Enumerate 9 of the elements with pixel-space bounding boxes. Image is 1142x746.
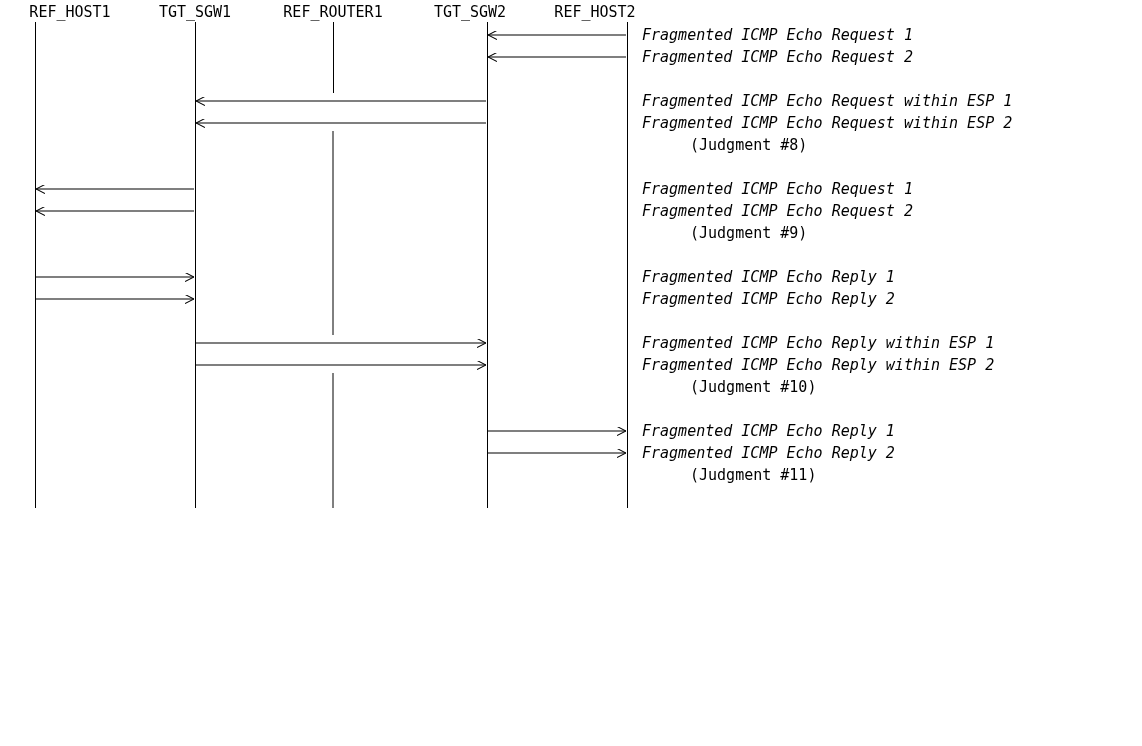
participant-name: REF_ROUTER1 xyxy=(283,3,383,21)
participant-name: REF_HOST2 xyxy=(554,3,636,21)
participant-name: TGT_SGW1 xyxy=(158,3,232,21)
judgment-note: (Judgment #9) xyxy=(690,224,808,242)
judgment-note: (Judgment #10) xyxy=(690,378,817,396)
participant-name: REF_HOST1 xyxy=(29,3,111,21)
judgment-note: (Judgment #8) xyxy=(690,136,808,154)
judgment-note: (Judgment #11) xyxy=(690,466,817,484)
participant-name: TGT_SGW2 xyxy=(433,3,507,21)
